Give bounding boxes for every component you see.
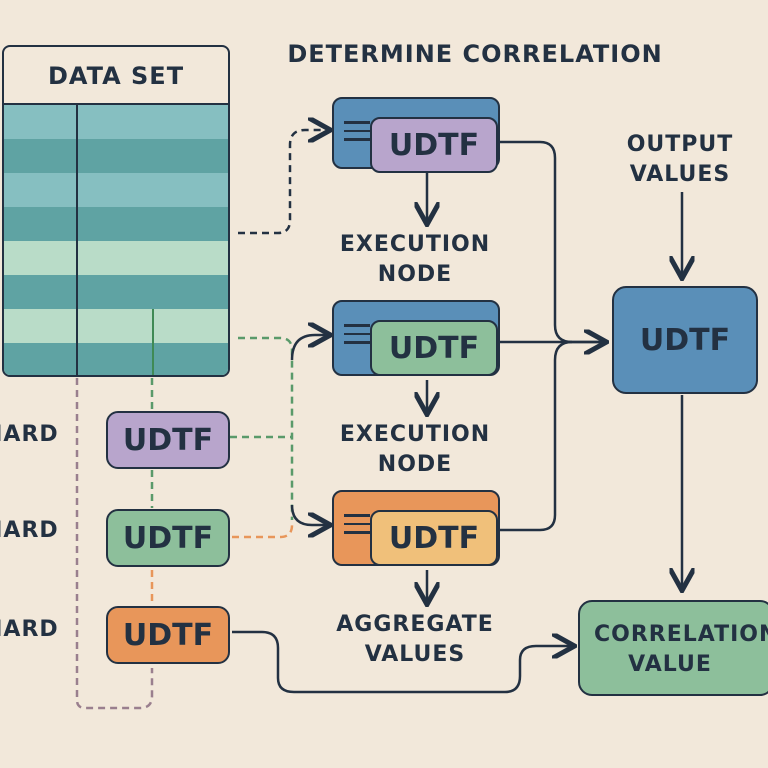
node-udtf-3: UDTF bbox=[370, 510, 498, 566]
dataset-rows bbox=[4, 103, 228, 375]
row bbox=[4, 343, 228, 375]
row bbox=[4, 241, 228, 277]
correlation-label-a: CORRELATION bbox=[594, 622, 768, 647]
aggregate-label-b: VALUES bbox=[364, 642, 466, 667]
diagram-title: DETERMINE CORRELATION bbox=[287, 40, 663, 68]
connector-bus-node3 bbox=[290, 504, 328, 525]
connector-dataset-shard-dashed bbox=[75, 378, 154, 710]
execution-node-3: UDTF bbox=[332, 490, 502, 570]
column-divider bbox=[76, 105, 78, 375]
output-label-a: OUTPUT bbox=[626, 132, 734, 157]
row bbox=[4, 173, 228, 209]
connector-shard3-correlation bbox=[232, 630, 572, 694]
shard-label-3: HARD 3 bbox=[0, 617, 59, 642]
connector-node3-central bbox=[500, 340, 573, 532]
connector-dataset-node1 bbox=[238, 130, 328, 235]
execution-node-2: UDTF bbox=[332, 300, 502, 380]
row bbox=[4, 207, 228, 243]
row bbox=[4, 309, 228, 345]
connector-dataset-node2 bbox=[238, 336, 294, 520]
exec-node-label-1b: NODE bbox=[377, 262, 453, 287]
shard-udtf-2: UDTF bbox=[106, 509, 230, 567]
shard-label-2: HARD 2 bbox=[0, 518, 59, 543]
dataset-table: DATA SET bbox=[2, 45, 230, 377]
aggregate-label-a: AGGREGATE bbox=[336, 612, 494, 637]
central-udtf: UDTF bbox=[612, 286, 758, 394]
exec-node-label-2a: EXECUTION bbox=[339, 422, 491, 447]
node-udtf-2: UDTF bbox=[370, 320, 498, 376]
shard-label-1: HARD 1 bbox=[0, 422, 59, 447]
output-label-b: VALUES bbox=[629, 162, 731, 187]
row bbox=[4, 139, 228, 175]
node-lines-icon bbox=[344, 514, 370, 534]
node-udtf-1: UDTF bbox=[370, 117, 498, 173]
connector-bus-node2 bbox=[290, 335, 328, 361]
dataset-title: DATA SET bbox=[47, 62, 185, 90]
exec-node-label-2b: NODE bbox=[377, 452, 453, 477]
node-lines-icon bbox=[344, 324, 370, 344]
shard-udtf-3: UDTF bbox=[106, 606, 230, 664]
correlation-value-box: CORRELATION VALUE bbox=[578, 600, 768, 696]
exec-node-label-1a: EXECUTION bbox=[339, 232, 491, 257]
shard-udtf-1: UDTF bbox=[106, 411, 230, 469]
column-divider-green bbox=[152, 309, 154, 375]
execution-node-1: UDTF bbox=[332, 97, 502, 173]
row bbox=[4, 105, 228, 141]
correlation-label-b: VALUE bbox=[628, 652, 712, 677]
row bbox=[4, 275, 228, 311]
node-lines-icon bbox=[344, 121, 370, 141]
connector-node1-central bbox=[500, 140, 604, 342]
connector-shard2 bbox=[232, 524, 294, 539]
